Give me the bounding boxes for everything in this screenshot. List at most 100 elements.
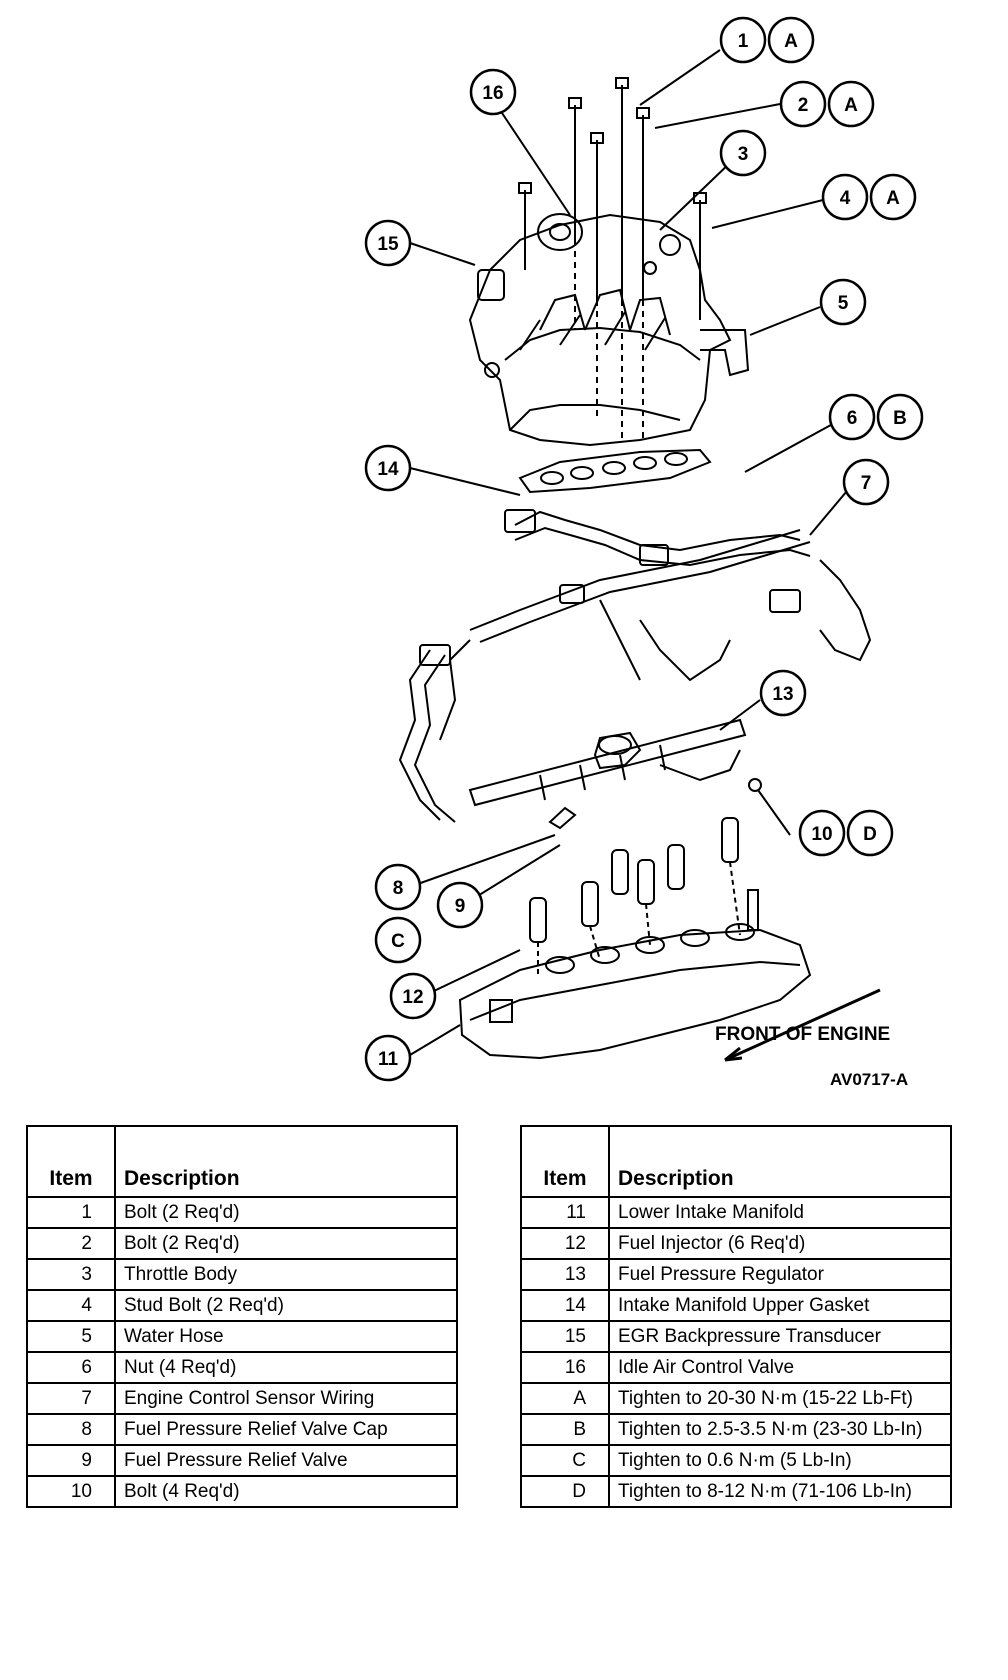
callout-4-torque: A — [869, 173, 917, 221]
item-number: 14 — [520, 1289, 610, 1322]
leader-lines — [409, 49, 881, 1062]
wiring-harness-drawing — [398, 509, 872, 823]
callout-2: 2 — [779, 80, 827, 128]
callout-c-label: C — [391, 931, 405, 952]
callout-3: 3 — [719, 129, 767, 177]
item-number: 16 — [520, 1351, 610, 1384]
callout-7: 7 — [842, 458, 890, 506]
item-number: B — [520, 1413, 610, 1446]
item-description: Stud Bolt (2 Req'd) — [114, 1289, 458, 1322]
callout-2-torque: A — [827, 80, 875, 128]
item-description: Tighten to 0.6 N·m (5 Lb-In) — [608, 1444, 952, 1477]
item-description: Engine Control Sensor Wiring — [114, 1382, 458, 1415]
item-description: EGR Backpressure Transducer — [608, 1320, 952, 1353]
front-of-engine-label: FRONT OF ENGINE — [715, 1024, 890, 1045]
item-number: 2 — [26, 1227, 116, 1260]
item-description: Tighten to 8-12 N·m (71-106 Lb-In) — [608, 1475, 952, 1508]
item-number: 10 — [26, 1475, 116, 1508]
exploded-view-diagram: 1 A 2 A 3 4 A 5 6 B 7 13 10 D 8 9 C 12 1… — [364, 16, 924, 1089]
item-description: Bolt (4 Req'd) — [114, 1475, 458, 1508]
callout-9-label: 9 — [455, 896, 466, 917]
callout-3-label: 3 — [738, 144, 749, 165]
callout-5: 5 — [819, 278, 867, 326]
lower-intake-manifold-drawing — [458, 889, 812, 1060]
callout-15: 15 — [364, 219, 412, 267]
callout-8: 8 — [374, 863, 422, 911]
item-number: 9 — [26, 1444, 116, 1477]
figure-id: AV0717-A — [830, 1070, 908, 1089]
callout-10: 10 — [798, 809, 846, 857]
bolt-drawings — [518, 77, 707, 440]
callout-6-torque: B — [876, 393, 924, 441]
callout-5-label: 5 — [838, 293, 849, 314]
item-description: Intake Manifold Upper Gasket — [608, 1289, 952, 1322]
callout-2-label: 2 — [798, 95, 809, 116]
item-description: Fuel Pressure Relief Valve Cap — [114, 1413, 458, 1446]
item-description: Fuel Injector (6 Req'd) — [608, 1227, 952, 1260]
callout-16-label: 16 — [482, 83, 503, 104]
item-description: Lower Intake Manifold — [608, 1196, 952, 1229]
description-header: Description — [114, 1125, 458, 1198]
callout-1: 1 — [719, 16, 767, 64]
callout-11-label: 11 — [378, 1049, 399, 1070]
callout-7-label: 7 — [861, 473, 872, 494]
item-number: 11 — [520, 1196, 610, 1229]
item-description: Tighten to 20-30 N·m (15-22 Lb-Ft) — [608, 1382, 952, 1415]
item-number: 13 — [520, 1258, 610, 1291]
callout-9: 9 — [436, 881, 484, 929]
item-description: Tighten to 2.5-3.5 N·m (23-30 Lb-In) — [608, 1413, 952, 1446]
table-header-row: Item Description — [520, 1125, 952, 1198]
callout-a-label: A — [784, 31, 798, 52]
item-description: Nut (4 Req'd) — [114, 1351, 458, 1384]
fuel-injectors-drawing — [529, 817, 741, 975]
callout-14: 14 — [364, 444, 412, 492]
item-number: C — [520, 1444, 610, 1477]
item-number: 3 — [26, 1258, 116, 1291]
item-number: 6 — [26, 1351, 116, 1384]
item-number: 1 — [26, 1196, 116, 1229]
callout-15-label: 15 — [377, 234, 399, 255]
callout-10-label: 10 — [811, 824, 832, 845]
callout-d-label: D — [863, 824, 877, 845]
item-number: 8 — [26, 1413, 116, 1446]
callout-6-label: 6 — [847, 408, 858, 429]
callout-1-torque: A — [767, 16, 815, 64]
item-number: A — [520, 1382, 610, 1415]
callout-b-label: B — [893, 408, 907, 429]
callout-14-label: 14 — [377, 459, 399, 480]
callout-13-label: 13 — [772, 684, 793, 705]
item-header: Item — [26, 1125, 116, 1198]
item-description: Idle Air Control Valve — [608, 1351, 952, 1384]
item-number: 4 — [26, 1289, 116, 1322]
callout-8-label: 8 — [393, 878, 404, 899]
callout-12-label: 12 — [402, 987, 423, 1008]
callout-16: 16 — [469, 68, 517, 116]
item-number: D — [520, 1475, 610, 1508]
table-header-row: Item Description — [26, 1125, 458, 1198]
fuel-rail-drawing — [468, 718, 762, 830]
callouts: 1 A 2 A 3 4 A 5 6 B 7 13 10 D 8 9 C 12 1… — [364, 16, 924, 1082]
item-number: 5 — [26, 1320, 116, 1353]
item-number: 15 — [520, 1320, 610, 1353]
callout-6: 6 — [828, 393, 876, 441]
item-description: Throttle Body — [114, 1258, 458, 1291]
item-description: Water Hose — [114, 1320, 458, 1353]
callout-1-label: 1 — [738, 31, 749, 52]
